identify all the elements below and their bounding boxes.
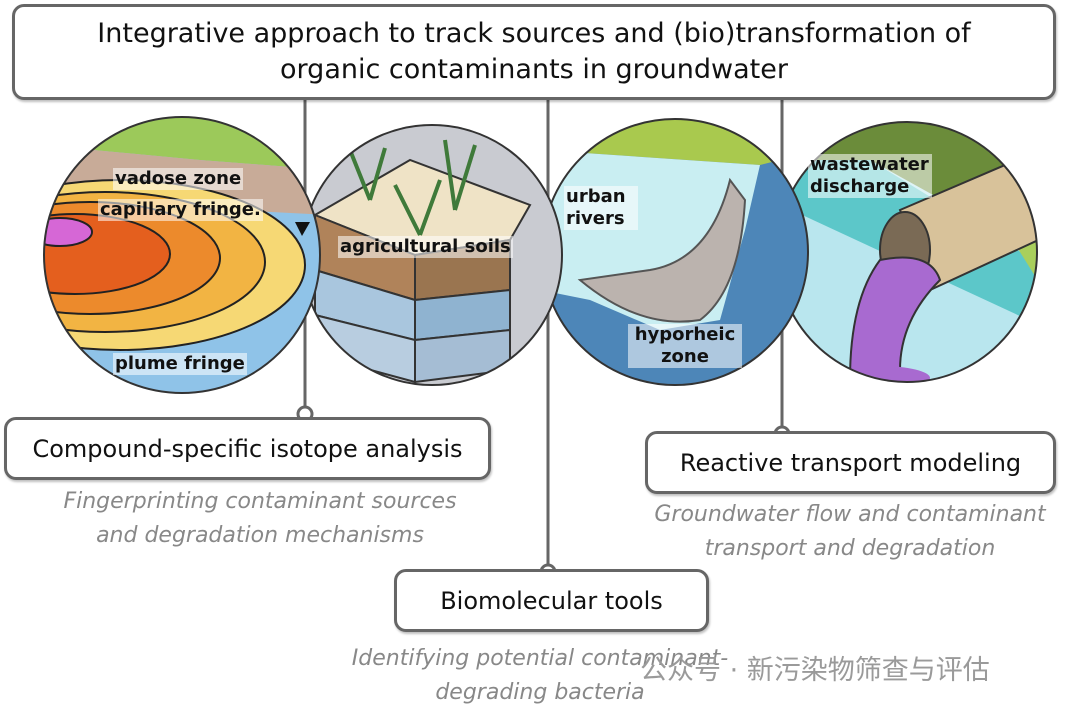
label-plume-fringe: plume fringe	[113, 353, 247, 375]
water-table-icon	[295, 222, 310, 236]
method-biomolecular-description: Identifying potential contaminant-degrad…	[351, 646, 729, 705]
method-biomolecular-tools: Biomolecular tools	[394, 569, 709, 632]
label-hyporheic-zone: hyporheic zone	[628, 324, 742, 368]
plume-illustration	[44, 117, 320, 393]
label-wastewater-discharge: wastewater discharge	[808, 154, 932, 198]
method-reactive-transport: Reactive transport modeling	[645, 431, 1056, 494]
label-capillary-fringe: capillary fringe.	[98, 199, 263, 221]
watermark: 公众号 · 新污染物筛查与评估	[640, 655, 990, 686]
method-reactive-transport-description: Groundwater flow and contaminant transpo…	[654, 502, 1046, 561]
label-agricultural-soils: agricultural soils	[338, 236, 513, 258]
method-csia: Compound-specific isotope analysis	[4, 417, 491, 480]
label-vadose-zone: vadose zone	[113, 168, 244, 190]
method-csia-description: Fingerprinting contaminant sources and d…	[63, 489, 457, 548]
page-title: Integrative approach to track sources an…	[12, 4, 1056, 100]
label-urban-rivers: urban rivers	[564, 186, 638, 230]
